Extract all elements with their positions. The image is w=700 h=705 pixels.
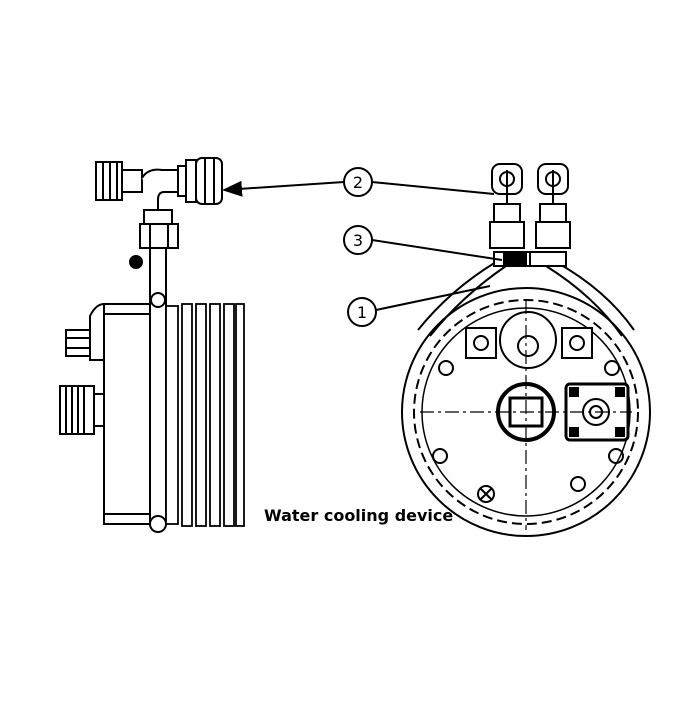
callout-label-3: 3 <box>353 231 363 250</box>
figure-caption: Water cooling device <box>264 506 454 525</box>
callout-3: 3 <box>343 225 503 261</box>
pipe-clamp <box>493 251 567 267</box>
side-view <box>59 157 245 533</box>
pipe-fittings <box>489 163 571 249</box>
callout-label-1: 1 <box>357 303 367 322</box>
callout-label-2: 2 <box>353 173 363 192</box>
tee-fitting <box>95 157 223 212</box>
cooling-fins <box>165 303 245 527</box>
callout-1: 1 <box>347 285 491 327</box>
callout-2: 2 <box>222 167 495 197</box>
motor-body <box>59 302 151 525</box>
front-view <box>401 163 651 537</box>
